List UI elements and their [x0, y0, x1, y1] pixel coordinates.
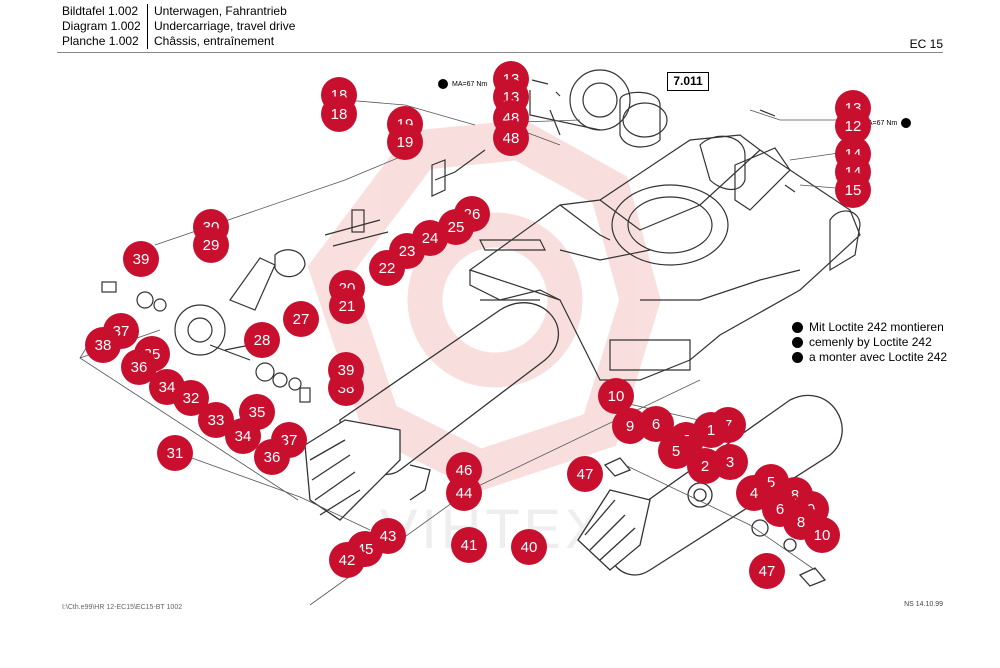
callout-badge[interactable]: 10 — [804, 517, 840, 553]
callout-badge[interactable]: 31 — [157, 435, 193, 471]
callout-badge[interactable]: 34 — [149, 369, 185, 405]
header-rule — [57, 52, 943, 53]
callout-badge[interactable]: 39 — [328, 352, 364, 388]
title-row-de: Bildtafel 1.002 Unterwagen, Fahrantrieb — [62, 4, 295, 19]
callout-badge[interactable]: 47 — [567, 456, 603, 492]
diagram-title-de: Unterwagen, Fahrantrieb — [154, 4, 287, 18]
diagram-number-de: Bildtafel 1.002 — [62, 4, 139, 18]
callout-badge[interactable]: 36 — [254, 439, 290, 475]
torque-label-right: MA=67 Nm — [862, 118, 915, 128]
loctite-note-fr: a monter avec Loctite 242 — [792, 350, 947, 364]
callout-badge[interactable]: 47 — [749, 553, 785, 589]
callout-badge[interactable]: 22 — [369, 250, 405, 286]
callout-badge[interactable]: 33 — [198, 402, 234, 438]
revision-date: NS 14.10.99 — [904, 601, 943, 608]
file-path: I:\Cth.e99\HR 12-EC15\EC15-BT 1002 — [62, 604, 183, 611]
torque-label-left: MA=67 Nm — [434, 79, 487, 89]
callout-badge[interactable]: 41 — [451, 527, 487, 563]
title-row-en: Diagram 1.002 Undercarriage, travel driv… — [62, 19, 295, 34]
watermark-logo — [307, 119, 661, 492]
callout-badge[interactable]: 29 — [193, 227, 229, 263]
bullet-dot-icon — [792, 321, 803, 333]
left-rubber-track — [304, 302, 559, 521]
idler-assembly — [101, 149, 486, 403]
diagram-number-en: Diagram 1.002 — [62, 19, 141, 33]
callout-badge[interactable]: 48 — [493, 120, 529, 156]
callout-badge[interactable]: 27 — [283, 301, 319, 337]
torque-text-left: MA=67 Nm — [452, 80, 488, 88]
callout-badge[interactable]: 43 — [370, 518, 406, 554]
right-rubber-track — [409, 394, 843, 587]
callout-badge[interactable]: 21 — [329, 288, 365, 324]
travel-motor-group — [529, 69, 796, 193]
bullet-dot-icon — [792, 336, 803, 348]
loctite-dot-icon — [438, 79, 448, 89]
loctite-dot-icon — [901, 118, 912, 128]
loctite-note-en: cemenly by Loctite 242 — [792, 335, 932, 349]
callout-badge[interactable]: 42 — [329, 542, 365, 578]
callout-badge[interactable]: 3 — [712, 444, 748, 480]
loctite-note-de: Mit Loctite 242 montieren — [792, 320, 944, 334]
title-row-fr: Planche 1.002 Châssis, entraînement — [62, 34, 295, 49]
undercarriage-frame — [468, 134, 861, 381]
model-code: EC 15 — [909, 37, 943, 51]
callout-badge[interactable]: 28 — [244, 322, 280, 358]
diagram-title-fr: Châssis, entraînement — [154, 34, 275, 48]
diagram-number-fr: Planche 1.002 — [62, 34, 139, 48]
diagram-title-en: Undercarriage, travel drive — [154, 19, 296, 33]
callout-badge[interactable]: 40 — [511, 529, 547, 565]
callout-badge[interactable]: 19 — [387, 124, 423, 160]
callout-badge[interactable]: 39 — [123, 241, 159, 277]
bullet-dot-icon — [792, 351, 803, 363]
watermark-text: VIHTEX — [380, 497, 606, 560]
callout-badge[interactable]: 18 — [321, 96, 357, 132]
title-block: Bildtafel 1.002 Unterwagen, Fahrantrieb … — [62, 4, 295, 49]
callout-badge[interactable]: 15 — [835, 172, 871, 208]
callout-badge[interactable]: 38 — [85, 327, 121, 363]
callout-badge[interactable]: 34 — [225, 418, 261, 454]
torque-text-right: MA=67 Nm — [862, 119, 898, 127]
cross-reference-box: 7.011 — [667, 72, 709, 91]
callout-badge[interactable]: 44 — [446, 475, 482, 511]
